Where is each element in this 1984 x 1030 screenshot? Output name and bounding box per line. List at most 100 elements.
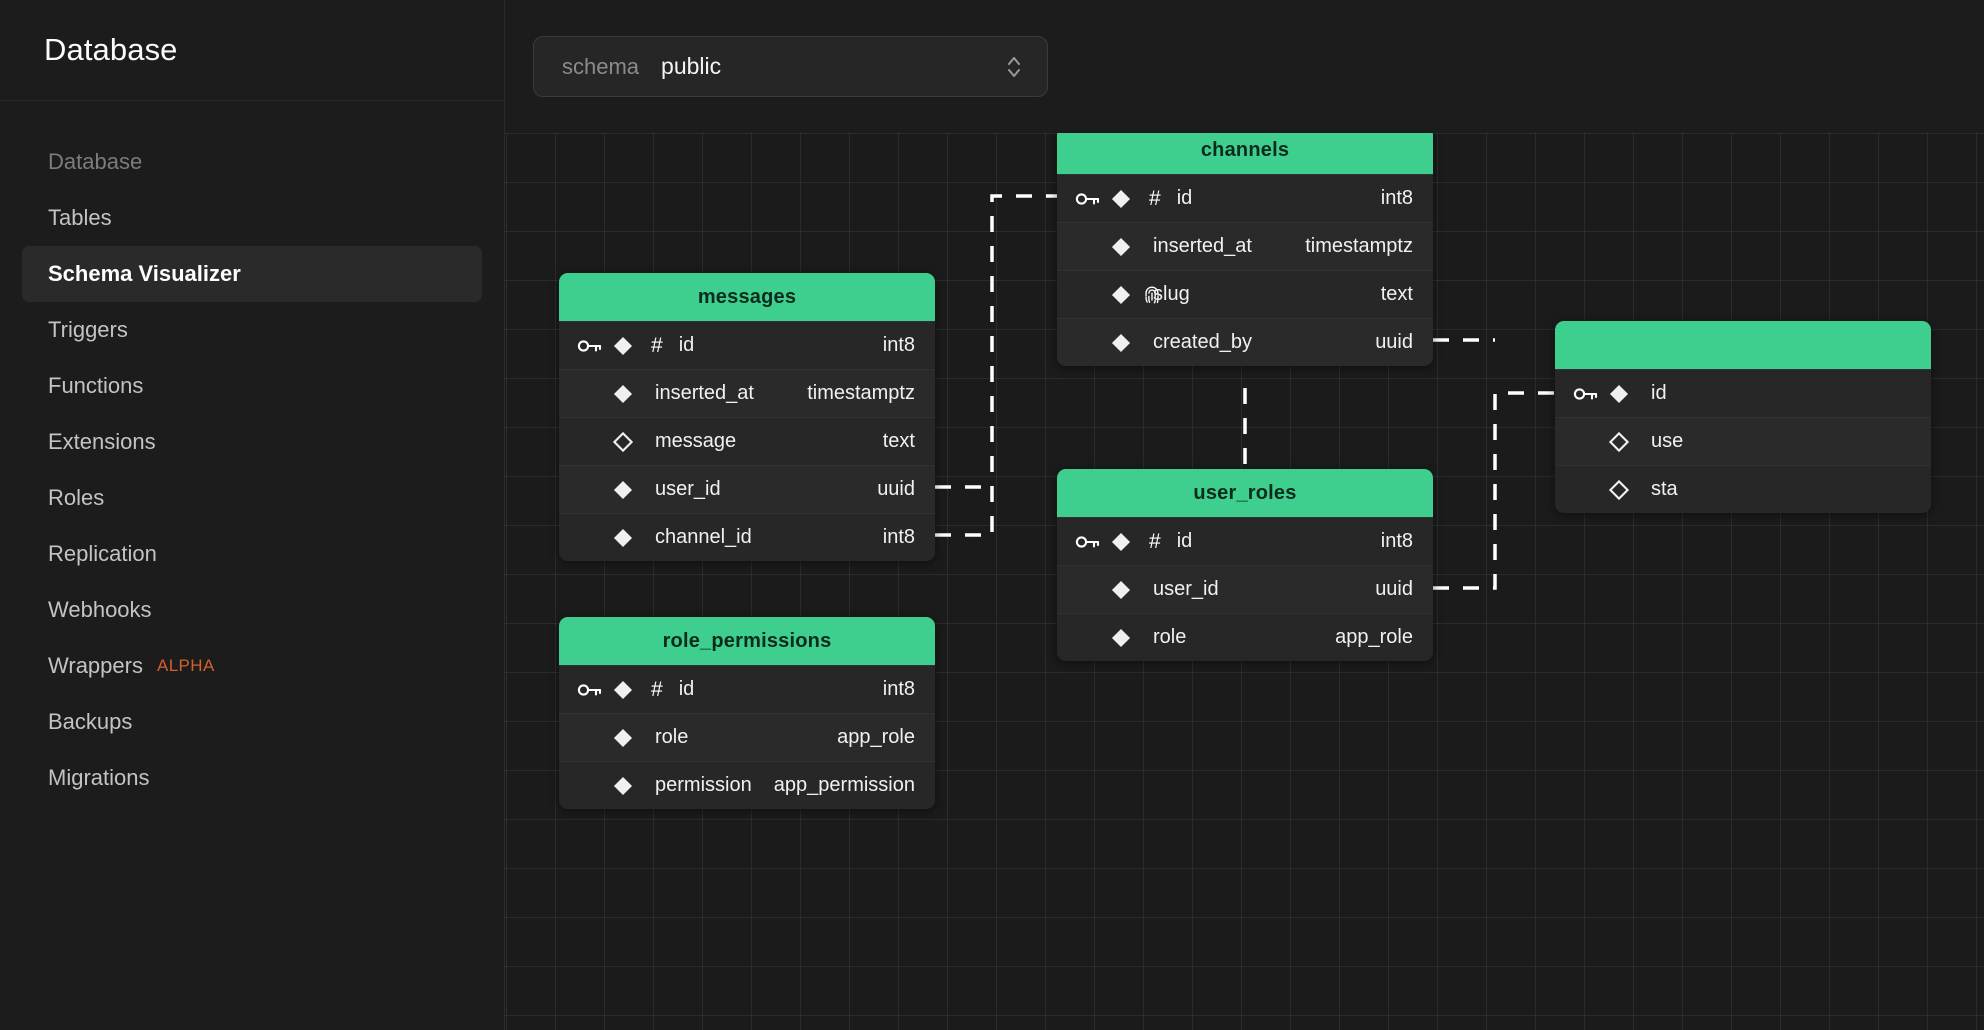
sidebar-item-label: Replication (48, 541, 157, 566)
not-null-diamond-icon (611, 678, 635, 702)
column-name: message (655, 430, 737, 452)
unique-fingerprint-icon (1141, 284, 1163, 306)
column-icons (1075, 331, 1149, 355)
sidebar-item-label: Extensions (48, 429, 156, 454)
nullable-diamond-icon (1607, 430, 1631, 454)
table-column-row[interactable]: channel_id int8 (559, 513, 935, 561)
sidebar-item-triggers[interactable]: Triggers (22, 302, 482, 358)
sidebar-item-label: Functions (48, 373, 144, 398)
column-icons (1075, 578, 1149, 602)
schema-select[interactable]: schema public (533, 36, 1048, 97)
not-null-diamond-icon (1109, 187, 1133, 211)
column-type: app_role (1335, 626, 1413, 648)
column-type: int8 (882, 526, 915, 548)
sidebar-item-replication[interactable]: Replication (22, 526, 482, 582)
sidebar-header: Database (0, 0, 504, 101)
not-null-diamond-icon (1109, 530, 1133, 554)
column-name: channel_id (655, 526, 752, 548)
column-name: created_by (1153, 331, 1252, 353)
column-type: timestamptz (807, 382, 915, 404)
table-column-row[interactable]: sta (1555, 465, 1931, 513)
table-node[interactable]: id use sta (1555, 321, 1931, 513)
table-column-row[interactable]: user_id uuid (1057, 565, 1433, 613)
table-node-title (1555, 321, 1931, 369)
sidebar-item-database[interactable]: Database (22, 134, 482, 190)
column-numeric-marker: # (1149, 188, 1161, 210)
column-name: role (1153, 626, 1187, 648)
sidebar-item-label: Database (48, 149, 143, 174)
page-title: Database (44, 32, 178, 67)
sidebar-item-migrations[interactable]: Migrations (22, 750, 482, 806)
column-icons (1075, 235, 1149, 259)
table-column-row[interactable]: role app_role (1057, 613, 1433, 661)
sidebar-item-badge: ALPHA (156, 656, 215, 675)
not-null-diamond-icon (611, 334, 635, 358)
column-icons (577, 726, 651, 750)
column-icons (1075, 187, 1149, 211)
chevron-up-down-icon (1003, 52, 1025, 82)
column-type: text (1380, 283, 1413, 305)
primary-key-icon (1075, 532, 1101, 552)
column-name: id (1651, 382, 1667, 404)
sidebar-item-label: Roles (48, 485, 105, 510)
numeric-hash-icon: # (651, 333, 663, 357)
not-null-diamond-icon (1109, 331, 1133, 355)
column-icons (1075, 530, 1149, 554)
column-name: id (1176, 530, 1193, 552)
column-type: uuid (1375, 578, 1413, 600)
sidebar-item-extensions[interactable]: Extensions (22, 414, 482, 470)
column-numeric-marker: # (1149, 531, 1161, 553)
main-content: schema public (505, 0, 1984, 1030)
numeric-hash-icon: # (651, 677, 663, 701)
table-column-row[interactable]: id (1555, 369, 1931, 417)
column-icons (577, 526, 651, 550)
table-column-row[interactable]: # id int8 (559, 321, 935, 369)
not-null-diamond-icon (611, 774, 635, 798)
column-type: int8 (882, 334, 915, 356)
column-type: timestamptz (1305, 235, 1413, 257)
not-null-diamond-icon (1109, 283, 1133, 307)
column-name: inserted_at (1153, 235, 1252, 257)
column-name: slug (1153, 283, 1190, 305)
sidebar-item-tables[interactable]: Tables (22, 190, 482, 246)
toolbar: schema public (505, 0, 1984, 133)
column-name: user_id (1153, 578, 1219, 600)
column-name: id (678, 334, 695, 356)
column-name: user_id (655, 478, 721, 500)
table-column-row[interactable]: inserted_at timestamptz (1057, 222, 1433, 270)
column-name: sta (1651, 478, 1678, 500)
column-icons (1573, 478, 1647, 502)
sidebar-item-webhooks[interactable]: Webhooks (22, 582, 482, 638)
table-column-row[interactable]: use (1555, 417, 1931, 465)
sidebar-item-label: Tables (48, 205, 112, 230)
not-null-diamond-icon (611, 382, 635, 406)
sidebar-item-roles[interactable]: Roles (22, 470, 482, 526)
column-icons (577, 678, 651, 702)
sidebar-item-label: Migrations (48, 765, 150, 790)
numeric-hash-icon: # (1149, 186, 1161, 210)
sidebar-item-functions[interactable]: Functions (22, 358, 482, 414)
not-null-diamond-icon (611, 726, 635, 750)
nullable-diamond-icon (611, 430, 635, 454)
table-column-row[interactable]: slug text (1057, 270, 1433, 318)
sidebar-item-backups[interactable]: Backups (22, 694, 482, 750)
column-icons (1573, 382, 1647, 406)
schema-select-value: public (661, 53, 722, 79)
sidebar-item-schema-visualizer[interactable]: Schema Visualizer (22, 246, 482, 302)
